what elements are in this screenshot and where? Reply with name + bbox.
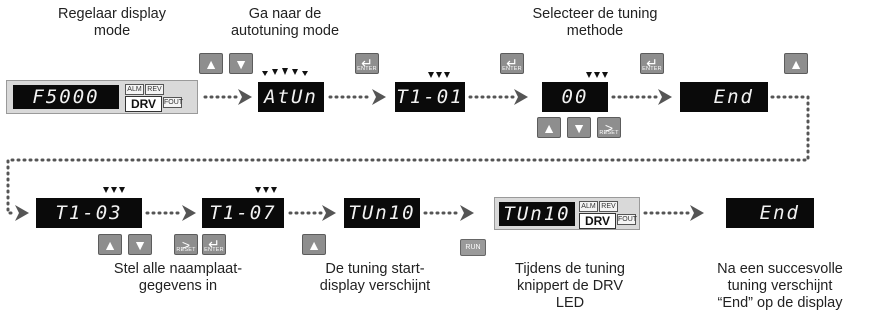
up-key-icon[interactable]: ▲ (199, 53, 223, 74)
lcd-display: End (726, 198, 814, 228)
lcd-display: TUn10 (344, 198, 420, 228)
down-key-icon[interactable]: ▼ (229, 53, 253, 74)
run-key-icon[interactable]: RUN (460, 239, 486, 256)
operator-panel-display: F5000 ALM REV DRV FOUT (6, 80, 198, 114)
caption-controller-display-mode: Regelaar display mode (57, 6, 166, 39)
caption-select-tuning-method: Selecteer de tuning methode (532, 6, 658, 39)
fout-indicator: FOUT (163, 97, 184, 108)
operator-panel-display: TUn10 ALM REV DRV FOUT (494, 197, 640, 230)
enter-key-icon[interactable]: ↵ENTER (500, 53, 524, 74)
enter-key-icon[interactable]: ↵ENTER (640, 53, 664, 74)
lcd-display: T1-03 (36, 198, 142, 228)
lcd-display: End (680, 82, 768, 112)
right-reset-key-icon[interactable]: >RESET (597, 117, 621, 138)
down-key-icon[interactable]: ▼ (567, 117, 591, 138)
alm-indicator: ALM (125, 84, 144, 95)
alm-indicator: ALM (579, 201, 598, 212)
rev-indicator: REV (599, 201, 618, 212)
fout-indicator: FOUT (617, 214, 638, 225)
enter-key-icon[interactable]: ↵ENTER (202, 234, 226, 255)
up-key-icon[interactable]: ▲ (537, 117, 561, 138)
rev-indicator: REV (145, 84, 164, 95)
caption-end-displayed: Na een succesvolle tuning verschijnt “En… (717, 261, 843, 311)
drv-indicator: DRV (579, 213, 616, 229)
lcd-display: AtUn (258, 82, 324, 112)
lcd-display: F5000 (13, 85, 119, 109)
down-key-icon[interactable]: ▼ (128, 234, 152, 255)
caption-go-to-autotuning: Ga naar de autotuning mode (230, 6, 340, 39)
right-reset-key-icon[interactable]: >RESET (174, 234, 198, 255)
up-key-icon[interactable]: ▲ (98, 234, 122, 255)
caption-set-nameplate-data: Stel alle naamplaat- gegevens in (113, 261, 243, 294)
caption-drv-led-blinks: Tijdens de tuning knippert de DRV LED (515, 261, 625, 311)
lcd-display: T1-07 (202, 198, 284, 228)
lcd-display: TUn10 (499, 202, 575, 226)
caption-tuning-start-display: De tuning start- display verschijnt (319, 261, 431, 294)
drv-indicator: DRV (125, 96, 162, 112)
up-key-icon[interactable]: ▲ (784, 53, 808, 74)
up-key-icon[interactable]: ▲ (302, 234, 326, 255)
lcd-display: 00 (542, 82, 608, 112)
enter-key-icon[interactable]: ↵ENTER (355, 53, 379, 74)
lcd-display: T1-01 (395, 82, 465, 112)
blink-marks (103, 68, 608, 193)
